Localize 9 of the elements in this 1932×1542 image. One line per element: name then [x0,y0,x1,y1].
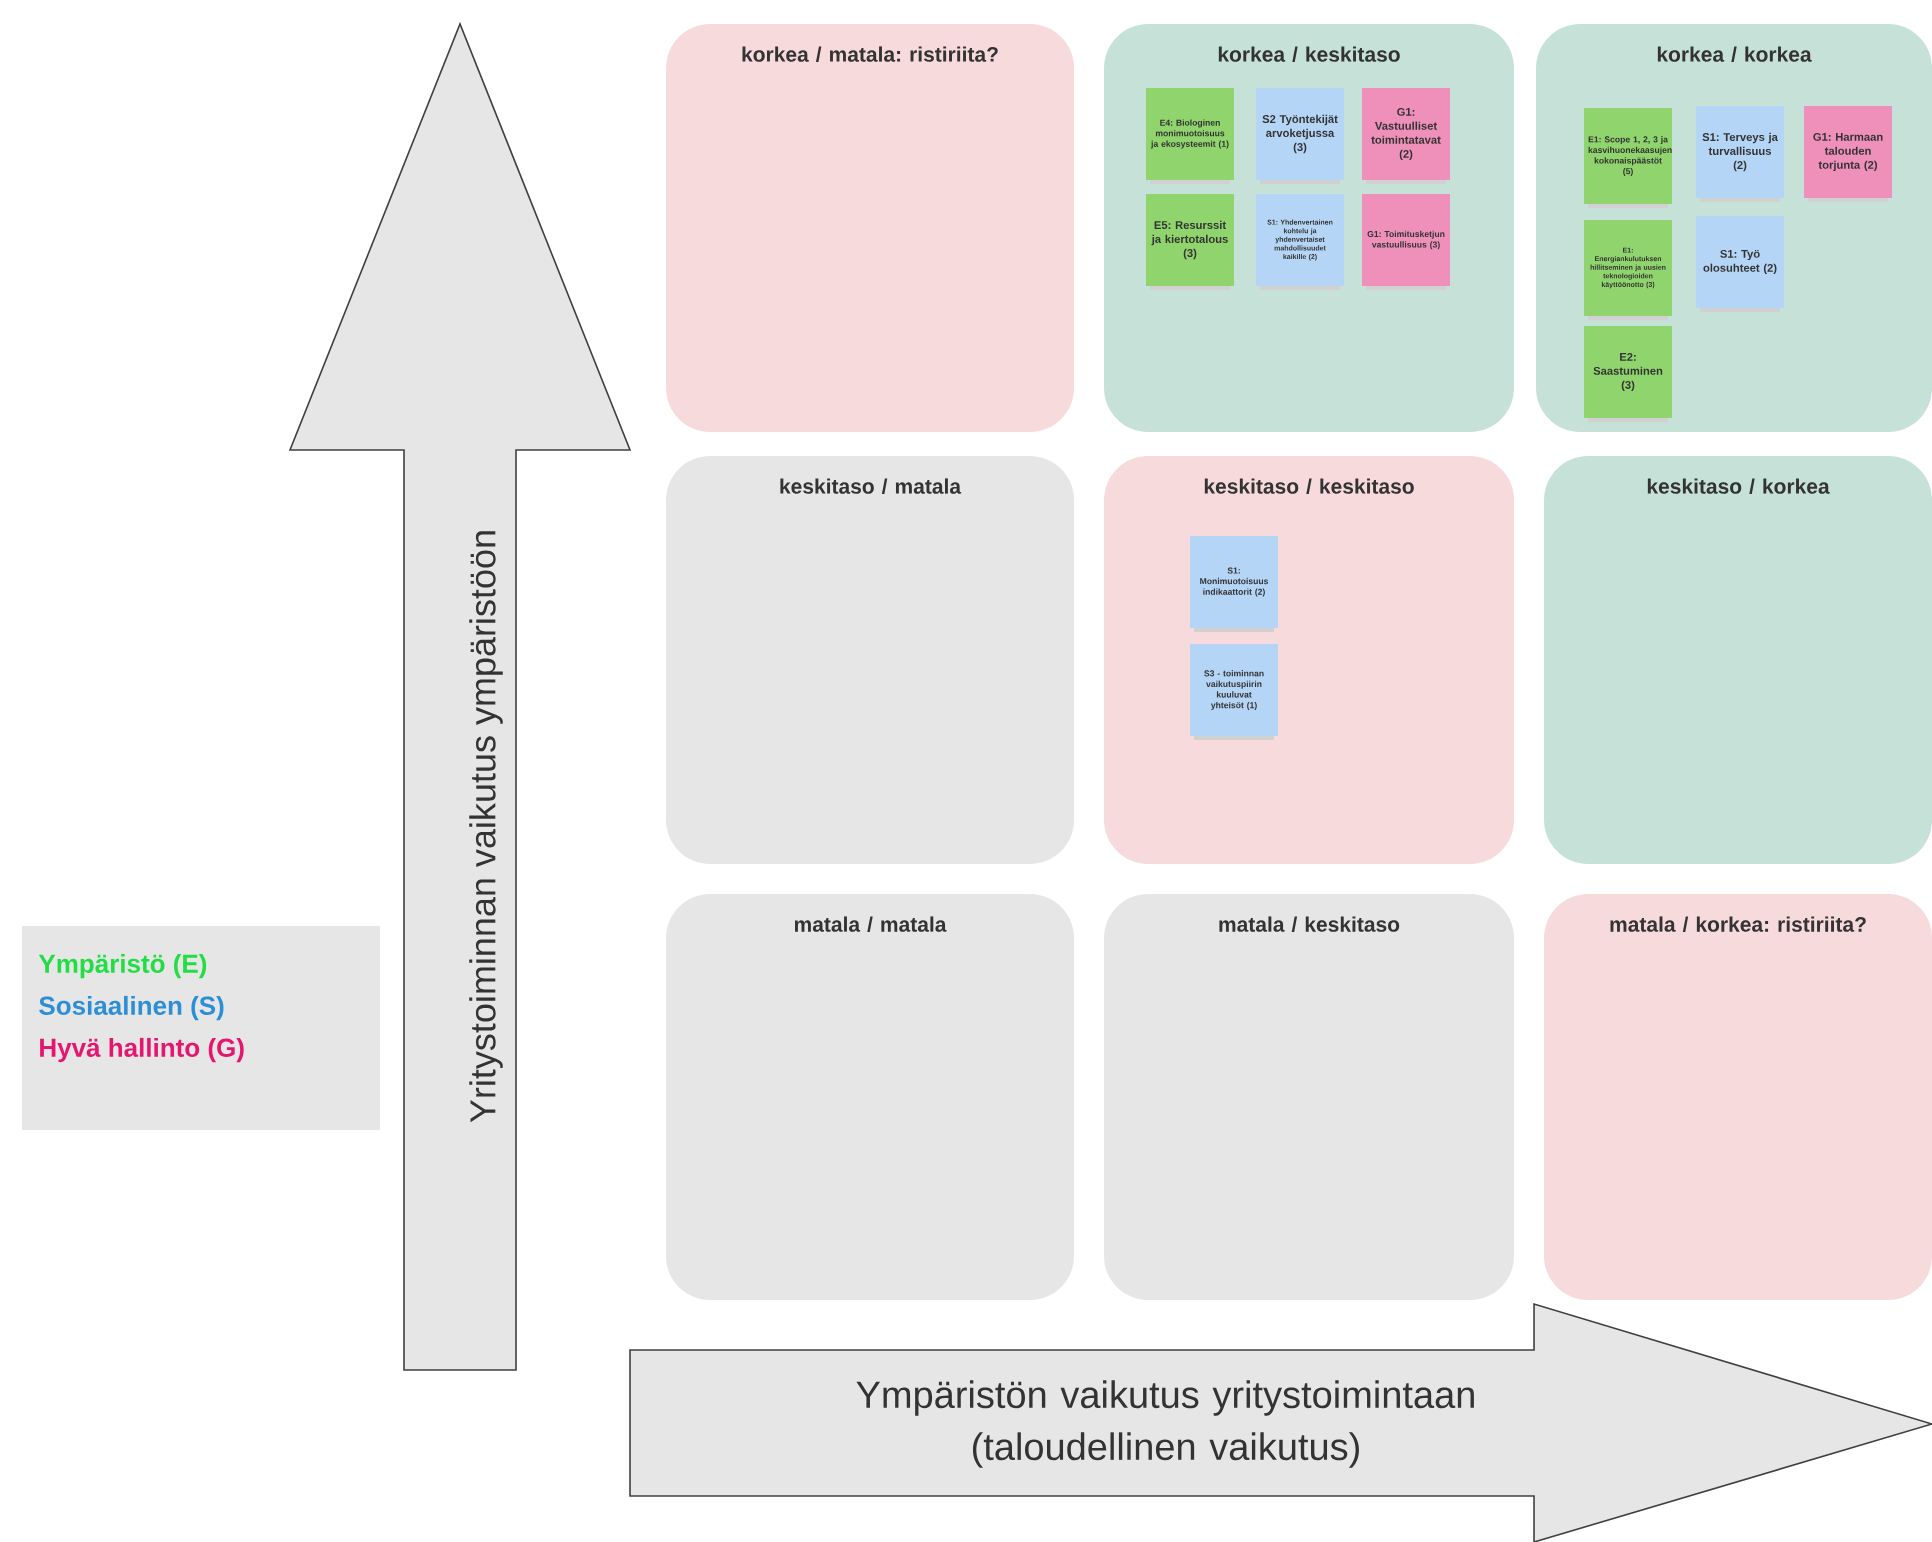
quadrant-box: matala / matala [666,894,1074,1300]
legend-entry: Hyvä hallinto (G) [40,1037,244,1063]
quadrant-box: keskitaso / korkea [1544,456,1932,864]
quadrant-box: keskitaso / matala [666,456,1074,864]
quadrant-box: matala / korkea: ristiriita? [1544,894,1932,1300]
legend-entry: Ympäristö (E) [38,953,207,979]
quadrant-box: matala / keskitaso [1104,894,1514,1300]
legend-entry: Sosiaalinen (S) [39,995,224,1021]
quadrant-box: korkea / matala: ristiriita? [666,24,1074,432]
